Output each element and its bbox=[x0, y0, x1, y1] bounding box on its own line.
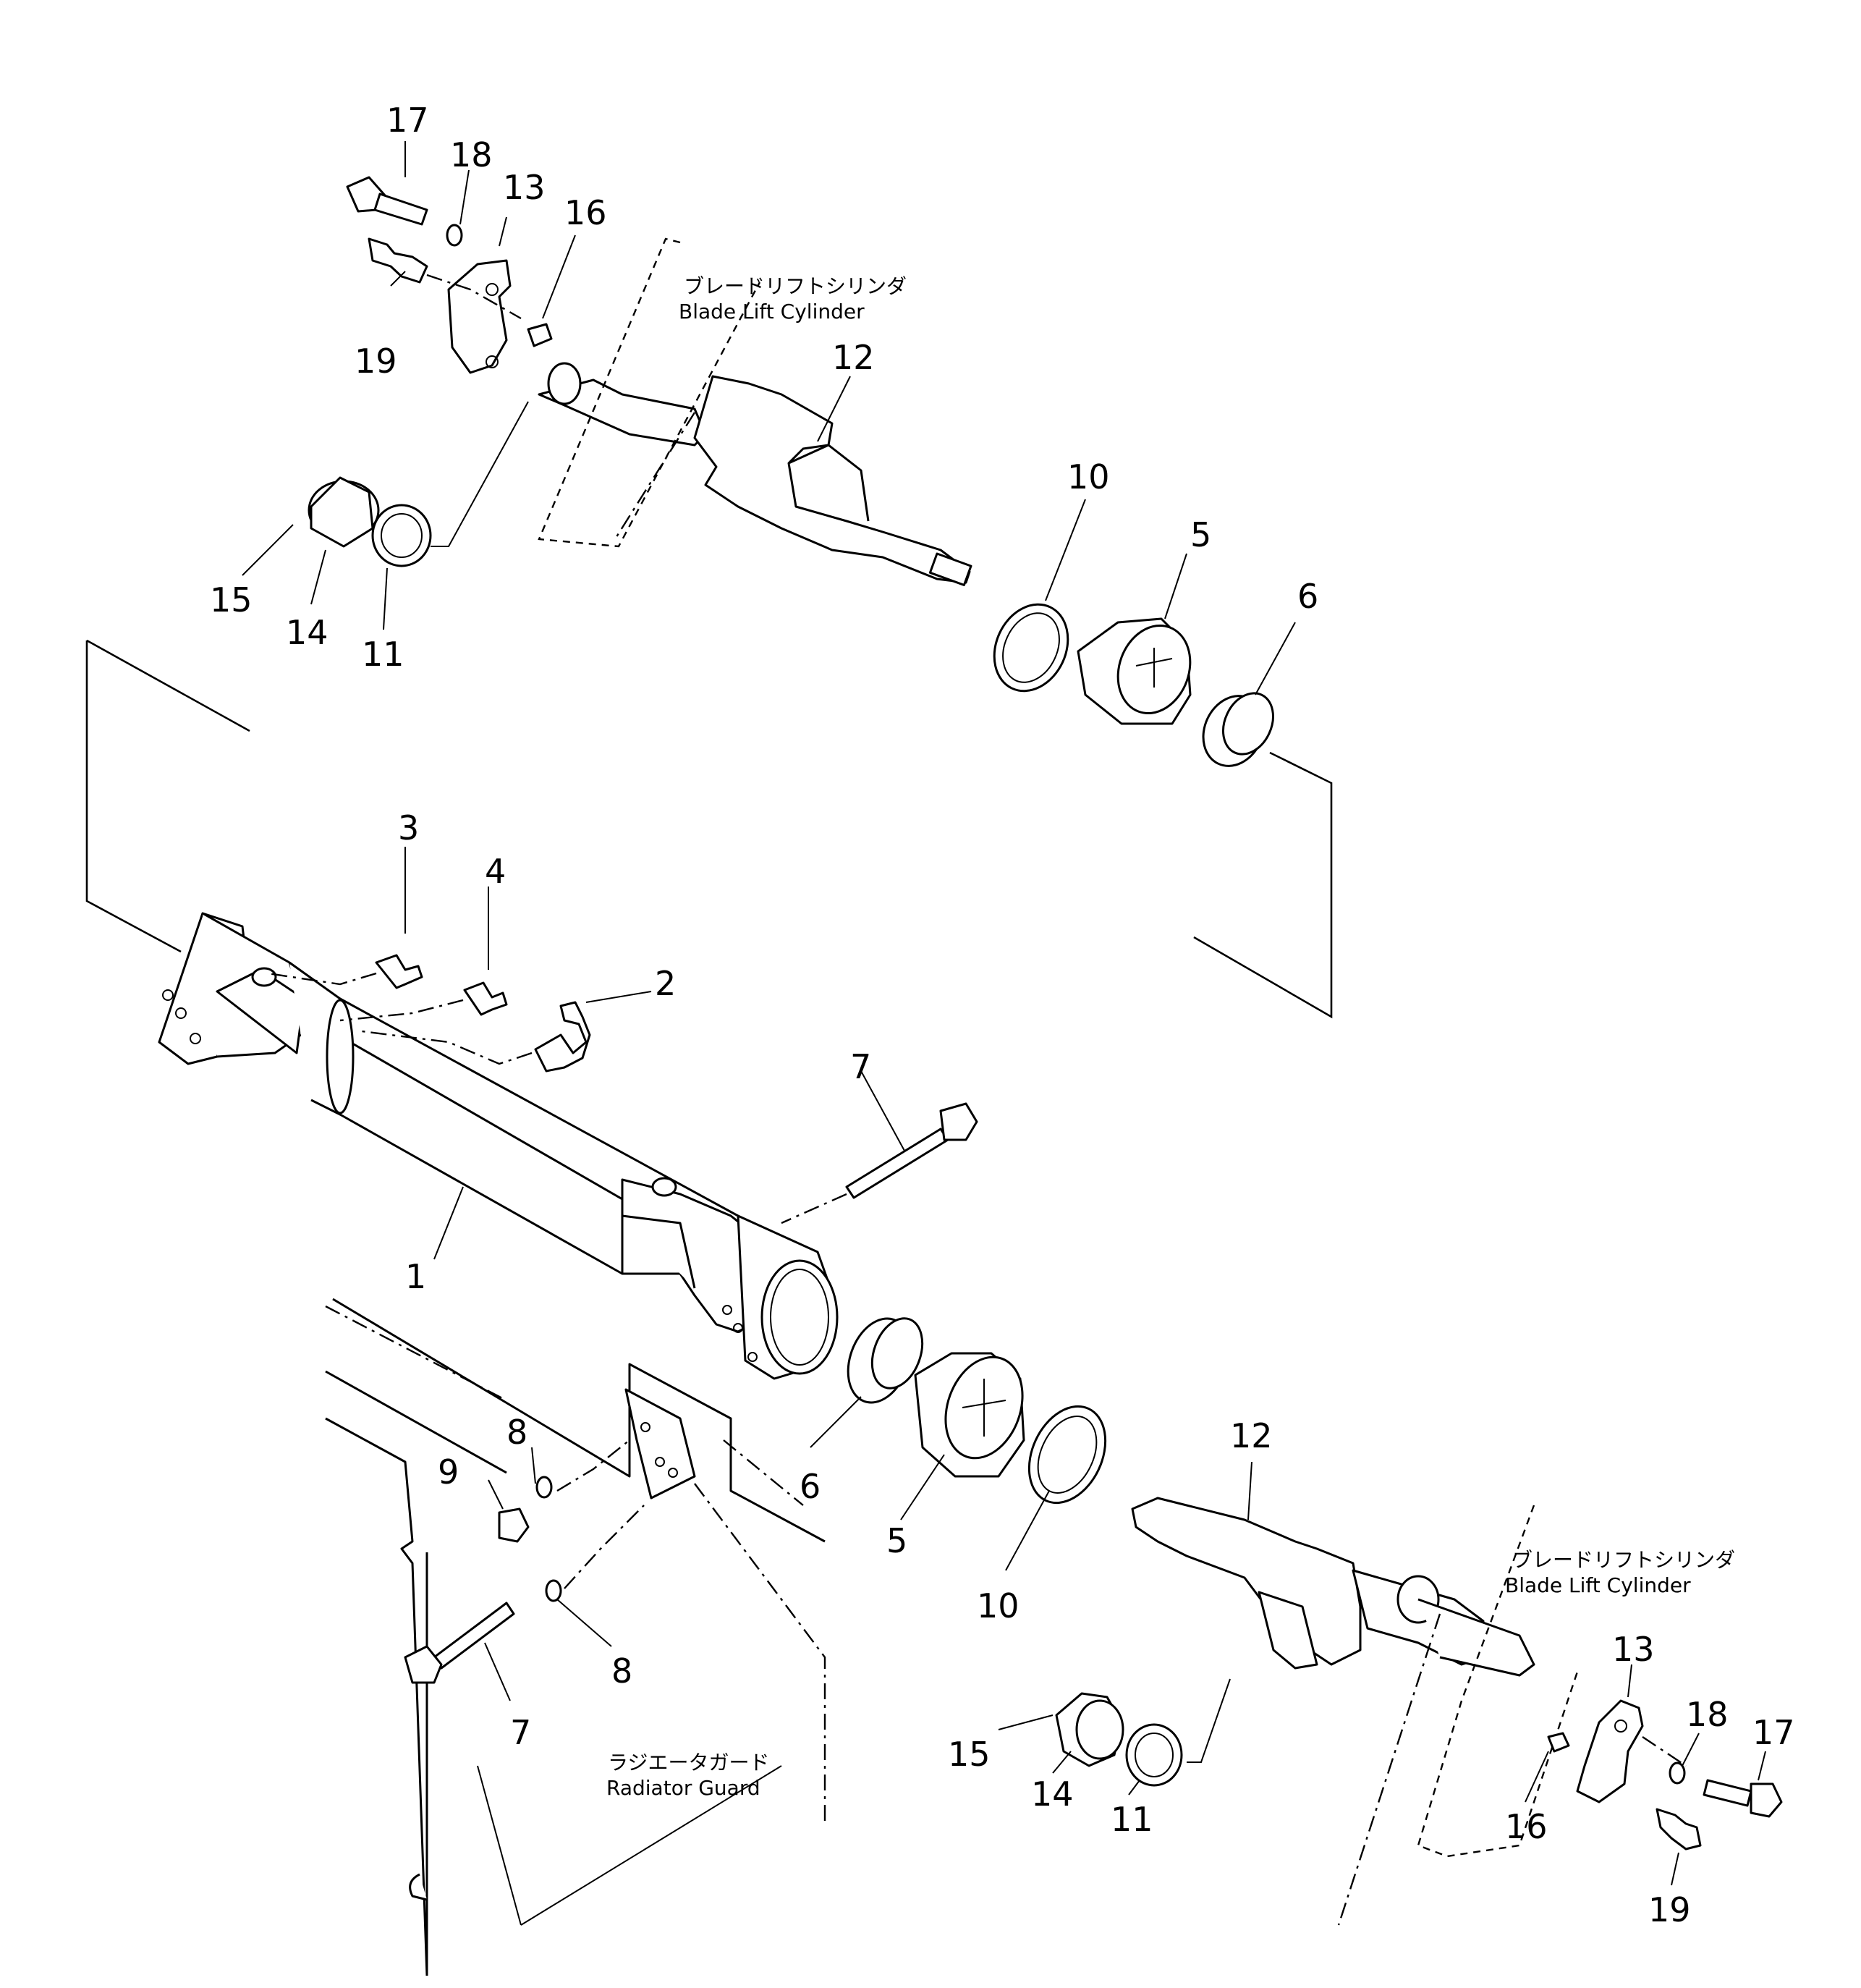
callout-14-bottom: 14 bbox=[1031, 1775, 1074, 1814]
front-axle-body bbox=[158, 912, 839, 1380]
callout-14-top: 14 bbox=[286, 613, 328, 652]
callout-13-top: 13 bbox=[503, 168, 546, 207]
callout-10-bottom: 10 bbox=[977, 1586, 1019, 1625]
callout-18-top: 18 bbox=[450, 135, 493, 174]
captions: ブレードリフトシリンダ Blade Lift Cylinder ブレードリフトシ… bbox=[606, 274, 1735, 1800]
callout-17-bottom: 17 bbox=[1752, 1713, 1795, 1752]
callout-8-upper: 8 bbox=[506, 1413, 527, 1452]
callout-19-top: 19 bbox=[355, 342, 397, 381]
callout-numbers: 17 18 13 16 19 12 10 5 6 15 14 11 3 4 2 … bbox=[210, 101, 1795, 1929]
callout-12-top: 12 bbox=[832, 338, 875, 377]
callout-2: 2 bbox=[655, 964, 676, 1003]
callout-6-top: 6 bbox=[1297, 577, 1318, 616]
callout-4: 4 bbox=[485, 852, 506, 891]
bolts-nuts-washers bbox=[404, 1102, 978, 1684]
callout-7-bottom: 7 bbox=[510, 1713, 531, 1752]
callout-5-top: 5 bbox=[1190, 515, 1211, 554]
blade-lift-cylinder-bottom-en: Blade Lift Cylinder bbox=[1505, 1573, 1691, 1597]
radiator-guard-jp: ラジエータガード bbox=[608, 1751, 769, 1775]
callout-10-top: 10 bbox=[1067, 457, 1110, 496]
callout-11-bottom: 11 bbox=[1111, 1800, 1153, 1839]
callout-19-bottom: 19 bbox=[1648, 1890, 1691, 1929]
frame-outline bbox=[85, 639, 1333, 1019]
callout-9: 9 bbox=[438, 1452, 459, 1492]
callout-15-bottom: 15 bbox=[948, 1735, 991, 1774]
callout-8-lower: 8 bbox=[611, 1651, 632, 1691]
callout-11-top: 11 bbox=[362, 635, 404, 674]
callout-5-bottom: 5 bbox=[886, 1521, 907, 1560]
leader-lines bbox=[242, 141, 1766, 1886]
callout-6-bottom: 6 bbox=[800, 1467, 821, 1506]
callout-1: 1 bbox=[405, 1257, 426, 1296]
callout-3: 3 bbox=[398, 808, 419, 847]
callout-16-top: 16 bbox=[564, 193, 607, 232]
callout-15-top: 15 bbox=[210, 580, 253, 619]
callout-7-top: 7 bbox=[850, 1047, 871, 1086]
callout-17-top: 17 bbox=[386, 101, 429, 140]
radiator-guard-en: Radiator Guard bbox=[606, 1776, 760, 1800]
top-cap-13 bbox=[346, 176, 553, 374]
callout-12-bottom: 12 bbox=[1230, 1416, 1273, 1455]
callout-16-bottom: 16 bbox=[1505, 1807, 1548, 1846]
blade-lift-cylinder-bottom-jp: ブレードリフトシリンダ bbox=[1512, 1548, 1735, 1572]
grease-fittings bbox=[267, 954, 591, 1073]
blade-lift-cylinder-top-jp: ブレードリフトシリンダ bbox=[684, 274, 907, 298]
blade-lift-cylinder-top-en: Blade Lift Cylinder bbox=[679, 300, 865, 323]
bottom-bearing-parts bbox=[847, 1317, 1231, 1787]
callout-18-bottom: 18 bbox=[1686, 1695, 1729, 1734]
top-spindle-12 bbox=[693, 375, 972, 586]
top-bearing-parts bbox=[308, 401, 1274, 767]
radiator-guard bbox=[325, 1298, 826, 1976]
bottom-spindle-12 bbox=[1131, 1497, 1362, 1670]
callout-13-bottom: 13 bbox=[1612, 1630, 1655, 1669]
bottom-blade-lift-cylinder bbox=[1337, 1505, 1783, 1926]
